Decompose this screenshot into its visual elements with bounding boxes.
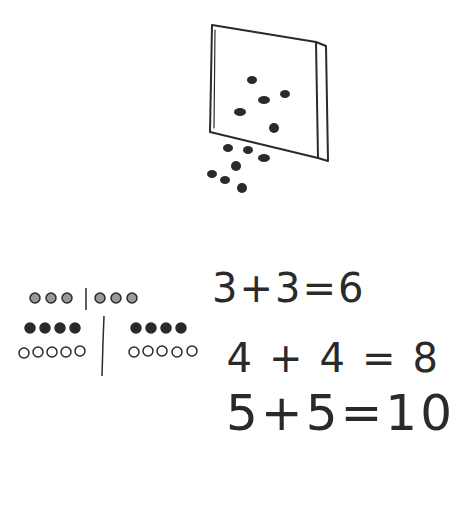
counter-rows [19,288,197,376]
equation-label: 5+5=10 [226,388,455,438]
equation-label: 4+4=8 [227,338,455,378]
mirror-edge [316,42,328,161]
mirror-outline [210,25,318,158]
equation-label: 3+3=6 [212,268,365,308]
mirror-dots [207,76,290,193]
